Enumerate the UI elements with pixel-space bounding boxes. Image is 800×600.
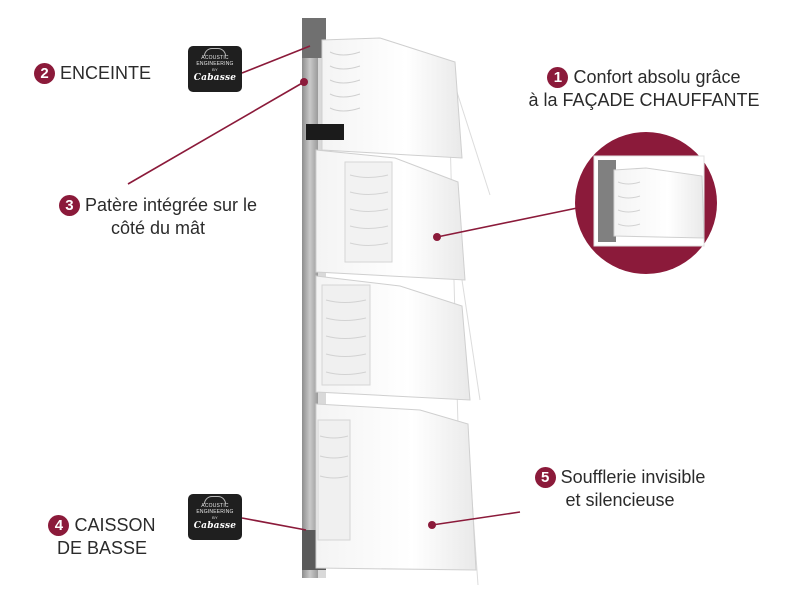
callout-number-badge: 1 <box>547 67 569 88</box>
logo-text-1: ACOUSTIC <box>201 503 229 509</box>
callout-number-badge: 5 <box>534 467 556 488</box>
logo-text-2: ENGINEERING <box>196 61 234 67</box>
zoom-detail-icon <box>575 132 717 274</box>
panel-4 <box>315 403 477 571</box>
logo-text-by: BY <box>212 515 218 520</box>
callout-4: 4 CAISSON DE BASSE <box>32 514 172 560</box>
logo-brand: Cabasse <box>193 521 237 531</box>
callout-label: Soufflerie invisible <box>560 467 706 487</box>
cabasse-logo-icon: ACOUSTIC ENGINEERING BY Cabasse <box>188 46 242 92</box>
logo-text-1: ACOUSTIC <box>201 55 229 61</box>
logo-text-2: ENGINEERING <box>196 509 234 515</box>
callout-label: à la FAÇADE CHAUFFANTE <box>528 90 760 110</box>
cabasse-logo-icon: ACOUSTIC ENGINEERING BY Cabasse <box>188 494 242 540</box>
callout-label: Confort absolu grâce <box>573 67 741 87</box>
callout-number-badge: 4 <box>48 515 70 536</box>
callout-label: ENCEINTE <box>60 63 152 83</box>
logo-text-by: BY <box>212 67 218 72</box>
callout-label: et silencieuse <box>565 490 675 510</box>
callout-number-badge: 3 <box>58 195 80 216</box>
callout-label: CAISSON <box>74 515 156 535</box>
logo-brand: Cabasse <box>193 73 237 83</box>
panel-2 <box>315 149 466 281</box>
panel-3 <box>315 275 471 401</box>
control-display <box>306 124 344 140</box>
mast <box>302 18 318 578</box>
callout-5: 5 Soufflerie invisible et silencieuse <box>500 466 740 512</box>
callout-number-badge: 2 <box>34 63 55 84</box>
leader-dots <box>300 78 441 529</box>
callout-2: 2 ENCEINTE <box>34 62 184 85</box>
callout-label: côté du mât <box>110 218 206 238</box>
leader-lines <box>127 45 583 531</box>
callout-3: 3 Patère intégrée sur le côté du mât <box>26 194 290 240</box>
callout-label: Patère intégrée sur le <box>84 195 258 215</box>
callout-1: 1 Confort absolu grâce à la FAÇADE CHAUF… <box>494 66 794 112</box>
panel-1 <box>306 37 463 159</box>
callout-label: DE BASSE <box>56 538 148 558</box>
